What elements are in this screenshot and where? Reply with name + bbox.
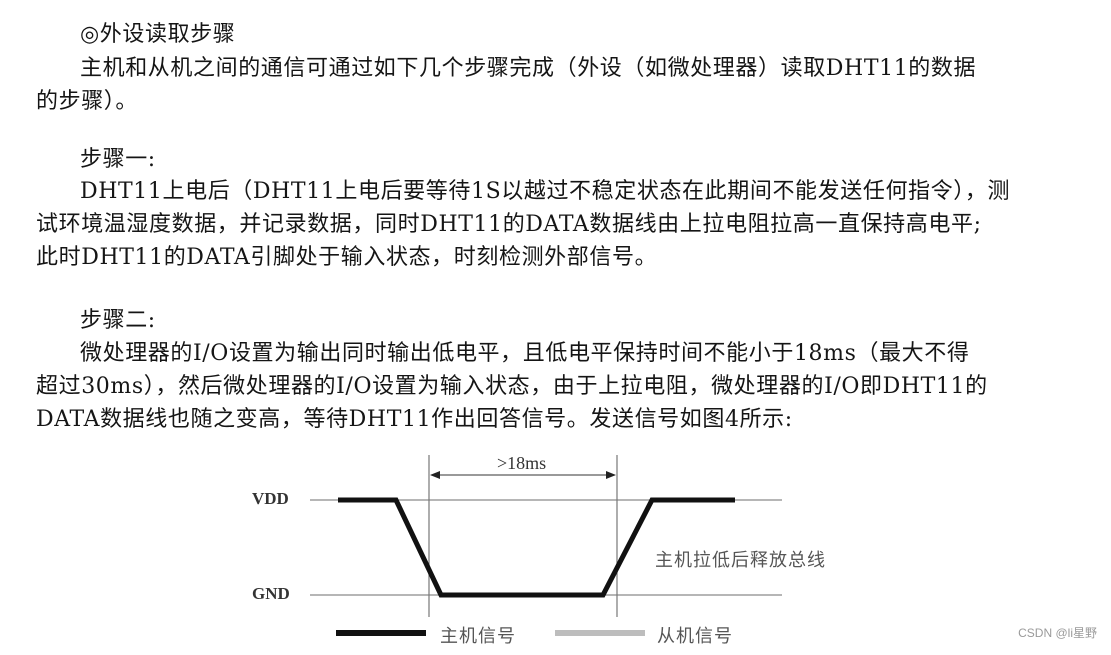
step2-text-line-2: 超过30ms），然后微处理器的I/O设置为输入状态，由于上拉电阻，微处理器的I/… — [36, 374, 988, 399]
host-signal-legend-label: 主机信号 — [440, 626, 516, 646]
section-title: ◎外设读取步骤 — [80, 22, 236, 47]
vdd-label: VDD — [252, 489, 289, 508]
step2-text-line-3: DATA数据线也随之变高，等待DHT11作出回答信号。发送信号如图4所示: — [36, 407, 793, 432]
step1-text-line-2: 试环境温湿度数据，并记录数据，同时DHT11的DATA数据线由上拉电阻拉高一直保… — [36, 212, 982, 237]
gnd-label: GND — [252, 584, 290, 603]
release-bus-annotation: 主机拉低后释放总线 — [655, 550, 826, 570]
duration-label: >18ms — [497, 453, 547, 473]
step2-heading: 步骤二: — [80, 308, 156, 333]
intro-text-line-2: 的步骤）。 — [36, 89, 139, 114]
csdn-watermark: CSDN @li星野 — [1018, 626, 1097, 640]
step1-text-line-1: DHT11上电后（DHT11上电后要等待1S以越过不稳定状态在此期间不能发送任何… — [80, 179, 1011, 204]
host-signal-waveform — [338, 497, 735, 598]
step1-heading: 步骤一: — [80, 147, 156, 172]
step2-text-line-1: 微处理器的I/O设置为输出同时输出低电平，且低电平保持时间不能小于18ms（最大… — [80, 341, 970, 366]
slave-signal-legend-label: 从机信号 — [657, 626, 733, 646]
intro-text-line-1: 主机和从机之间的通信可通过如下几个步骤完成（外设（如微处理器）读取DHT11的数… — [80, 56, 977, 81]
step1-text-line-3: 此时DHT11的DATA引脚处于输入状态，时刻检测外部信号。 — [36, 245, 658, 270]
